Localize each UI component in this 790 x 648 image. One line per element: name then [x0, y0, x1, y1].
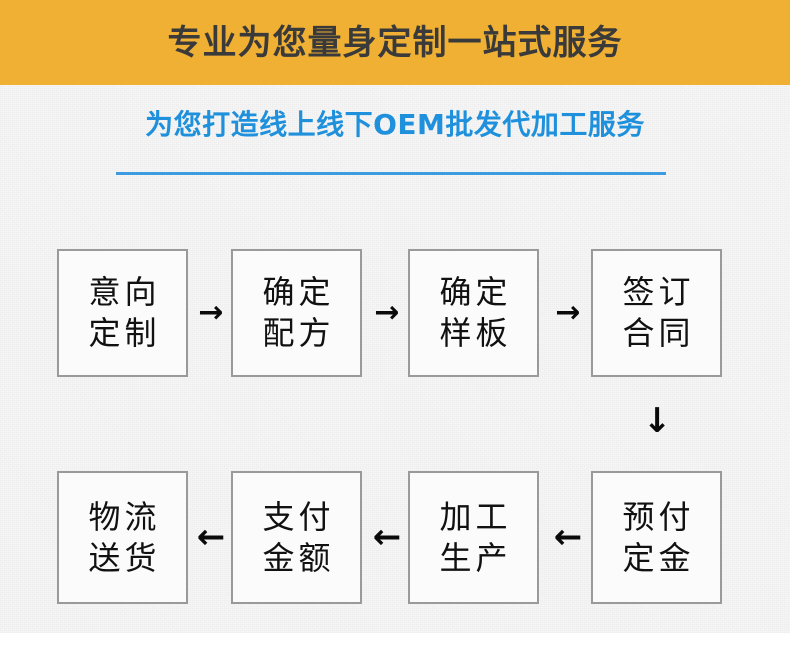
flow-node-line-2: 金额: [262, 538, 335, 577]
flow-node-line-2: 定制: [88, 314, 161, 352]
banner-title: 专业为您量身定制一站式服务: [167, 22, 623, 63]
flow-node-line-1: 确定: [439, 273, 512, 312]
subtitle-container: 为您打造线上线下OEM批发代加工服务: [0, 108, 790, 141]
flow-node-line-1: 预付: [622, 497, 695, 536]
subtitle-divider: [116, 172, 666, 175]
arrow-right-icon: →: [198, 295, 224, 330]
flow-node-confirm-sample: 确定 样板: [408, 249, 539, 377]
arrow-down-icon: ↓: [642, 401, 672, 441]
arrow-left-icon: ←: [372, 517, 402, 557]
flow-node-line-1: 物流: [88, 497, 161, 536]
flow-node-pay-amount: 支付 金额: [231, 471, 362, 604]
flow-node-line-1: 加工: [439, 497, 512, 536]
flow-node-line-1: 意向: [88, 273, 161, 312]
flow-node-line-2: 生产: [439, 538, 512, 577]
flow-node-prepay-deposit: 预付 定金: [591, 471, 722, 604]
arrow-right-icon: →: [555, 295, 581, 330]
flow-node-line-1: 支付: [262, 497, 335, 536]
flow-node-line-2: 定金: [622, 538, 695, 577]
arrow-left-icon: ←: [196, 517, 226, 557]
flow-node-line-2: 样板: [439, 314, 512, 352]
arrow-right-icon: →: [374, 295, 400, 330]
arrow-left-icon: ←: [553, 517, 583, 557]
flow-node-sign-contract: 签订 合同: [591, 249, 722, 377]
flow-node-line-2: 配方: [262, 314, 335, 352]
flow-node-processing-production: 加工 生产: [408, 471, 539, 604]
flow-node-intent-custom: 意向 定制: [57, 249, 188, 377]
flow-node-line-2: 合同: [622, 314, 695, 352]
flow-node-line-1: 确定: [262, 273, 335, 312]
header-banner: 专业为您量身定制一站式服务: [0, 0, 790, 85]
flow-node-line-1: 签订: [622, 273, 695, 312]
flow-node-confirm-formula: 确定 配方: [231, 249, 362, 377]
subtitle-text: 为您打造线上线下OEM批发代加工服务: [145, 108, 645, 141]
flow-node-logistics-delivery: 物流 送货: [57, 471, 188, 604]
flow-node-line-2: 送货: [88, 538, 161, 577]
